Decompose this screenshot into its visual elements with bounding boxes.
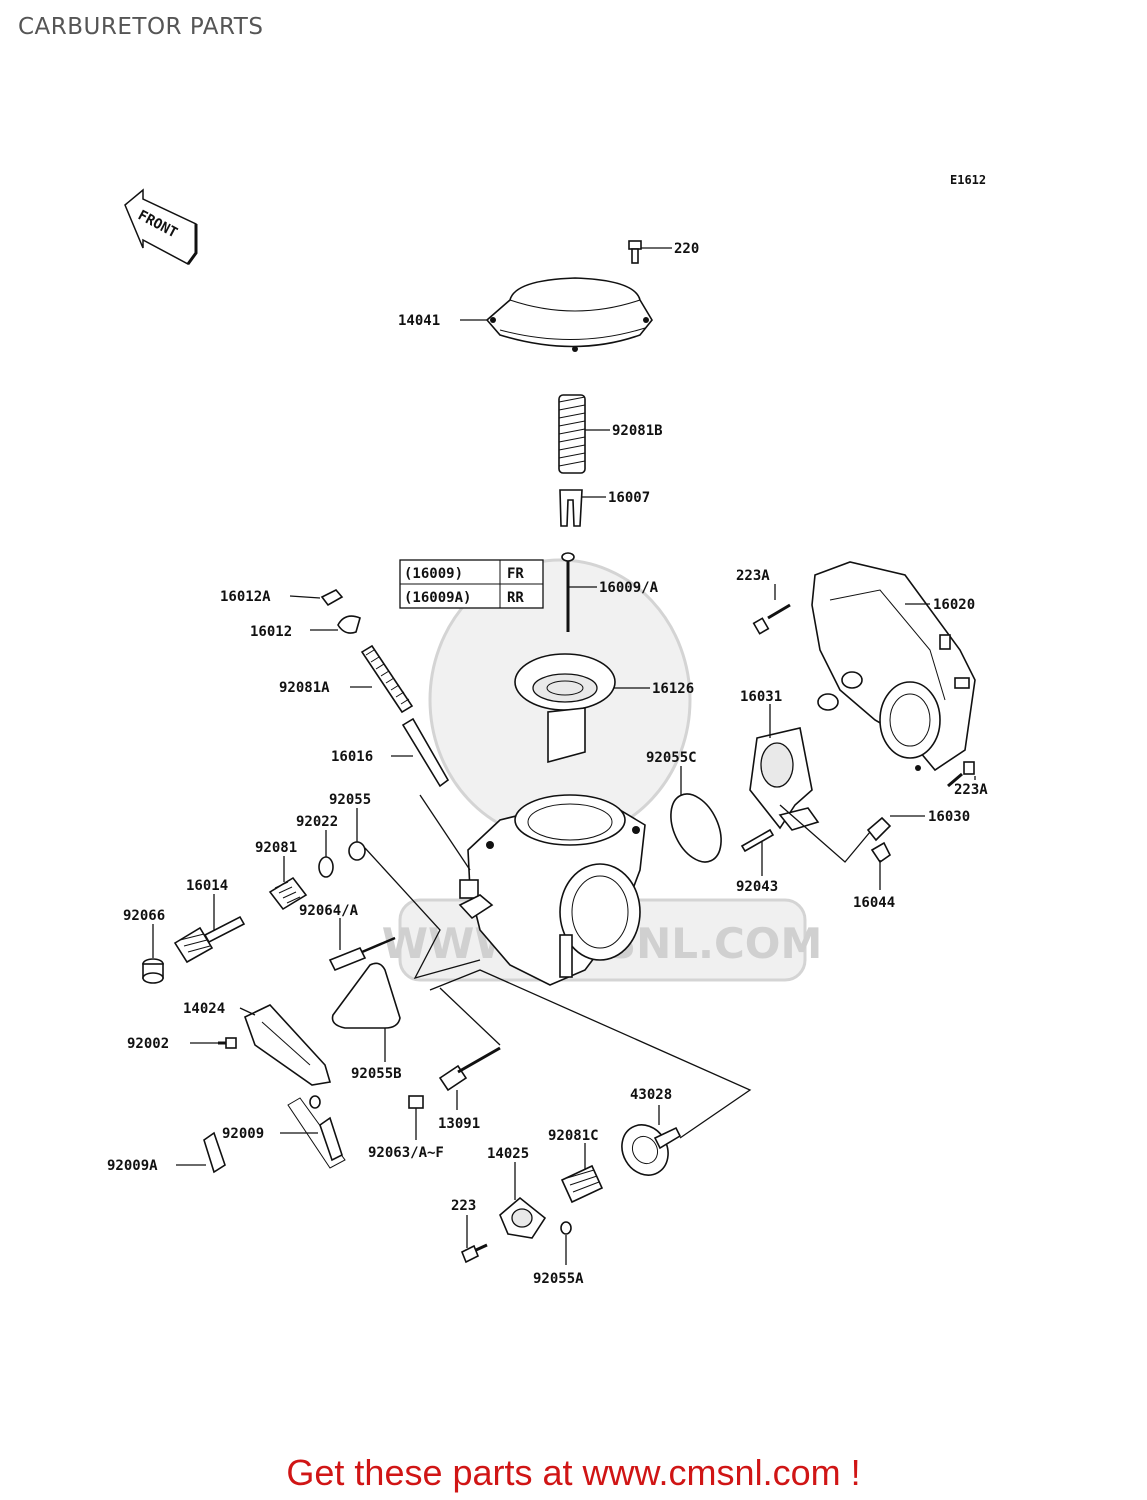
clips-16012-drawing (320, 589, 361, 634)
jet-92064A-drawing (328, 936, 396, 972)
label-43028: 43028 (630, 1087, 672, 1103)
rod-16016-drawing (401, 717, 450, 788)
label-16031: 16031 (740, 689, 782, 705)
label-92022: 92022 (296, 814, 338, 830)
screw-92002-drawing (218, 1037, 237, 1049)
retainer-16007-drawing (559, 489, 583, 527)
label-92043: 92043 (736, 879, 778, 895)
seal-92055-drawing (348, 841, 366, 861)
spring-92081A-drawing (360, 644, 414, 714)
page-title: CARBURETOR PARTS (18, 14, 264, 40)
label-14024: 14024 (183, 1001, 225, 1017)
label-92055: 92055 (329, 792, 371, 808)
label-92081: 92081 (255, 840, 297, 856)
label-14041: 14041 (398, 313, 440, 329)
screw-92009-drawing (287, 1097, 346, 1169)
label-16014: 16014 (186, 878, 228, 894)
label-92002: 92002 (127, 1036, 169, 1052)
top-cover-14041-drawing (485, 277, 653, 352)
jet-needle-16009-drawing (561, 552, 575, 632)
spring-92081C-drawing (560, 1164, 604, 1204)
gasket-92055B-drawing (331, 962, 401, 1029)
float-43028-drawing (621, 1124, 682, 1176)
screw-223-drawing (460, 1243, 488, 1264)
label-16020: 16020 (933, 597, 975, 613)
screw-92009A-drawing (203, 1131, 226, 1174)
label-16007: 16007 (608, 490, 650, 506)
label-92055C: 92055C (646, 750, 697, 766)
variant-row-1-part: (16009) (404, 566, 463, 582)
label-92081B: 92081B (612, 423, 663, 439)
pin-92043-drawing (740, 828, 775, 853)
label-92009A: 92009A (107, 1158, 158, 1174)
cover-14025-drawing (499, 1196, 547, 1239)
label-92064A: 92064/A (299, 903, 359, 919)
label-16009A: 16009/A (599, 580, 659, 596)
o-ring-92055C-drawing (670, 793, 722, 863)
screw-220-drawing (628, 240, 642, 264)
label-16012A: 16012A (220, 589, 271, 605)
label-16126: 16126 (652, 681, 694, 697)
part-labels: 220 14041 92081B 16007 16009/A 16012A 16… (107, 241, 988, 1287)
diagram-code: E1612 (950, 173, 986, 187)
label-92081C: 92081C (548, 1128, 599, 1144)
variant-row-2-part: (16009A) (404, 590, 471, 606)
cover-16031-drawing (749, 727, 820, 831)
jet-92063-drawing (408, 1095, 424, 1109)
leader-lines (152, 247, 976, 1265)
washer-92022-drawing (318, 856, 334, 878)
footer-cta-link[interactable]: Get these parts at www.cmsnl.com ! (286, 1452, 861, 1493)
label-13091: 13091 (438, 1116, 480, 1132)
front-arrow-icon: FRONT (124, 188, 198, 265)
spring-92081-drawing (268, 876, 308, 911)
label-92063: 92063/A~F (368, 1145, 444, 1161)
label-223A-bottom: 223A (954, 782, 988, 798)
label-14025: 14025 (487, 1146, 529, 1162)
label-220: 220 (674, 241, 699, 257)
screw-223A-drawing (752, 603, 975, 788)
label-16016: 16016 (331, 749, 373, 765)
carburetor-body-drawing (458, 794, 646, 986)
diaphragm-16126-drawing (514, 653, 616, 764)
label-92055B: 92055B (351, 1066, 402, 1082)
label-16030: 16030 (928, 809, 970, 825)
float-16044-drawing (870, 841, 892, 864)
spring-92081B-drawing (558, 394, 586, 474)
pilot-screw-16014-drawing (173, 915, 246, 964)
variant-table: (16009) FR (16009A) RR (399, 559, 544, 609)
cover-14024-drawing (244, 1004, 332, 1109)
o-ring-92055A-drawing (560, 1221, 572, 1235)
label-92081A: 92081A (279, 680, 330, 696)
plug-92066-drawing (142, 958, 164, 984)
variant-row-2-position: RR (507, 590, 524, 606)
float-valve-16030-drawing (866, 816, 892, 842)
label-223: 223 (451, 1198, 476, 1214)
label-92009: 92009 (222, 1126, 264, 1142)
label-92066: 92066 (123, 908, 165, 924)
body-16020-drawing (811, 561, 976, 772)
label-16044: 16044 (853, 895, 895, 911)
label-16012: 16012 (250, 624, 292, 640)
label-92055A: 92055A (533, 1271, 584, 1287)
label-223A-top: 223A (736, 568, 770, 584)
variant-row-1-position: FR (507, 566, 524, 582)
rod-13091-drawing (438, 1046, 501, 1092)
